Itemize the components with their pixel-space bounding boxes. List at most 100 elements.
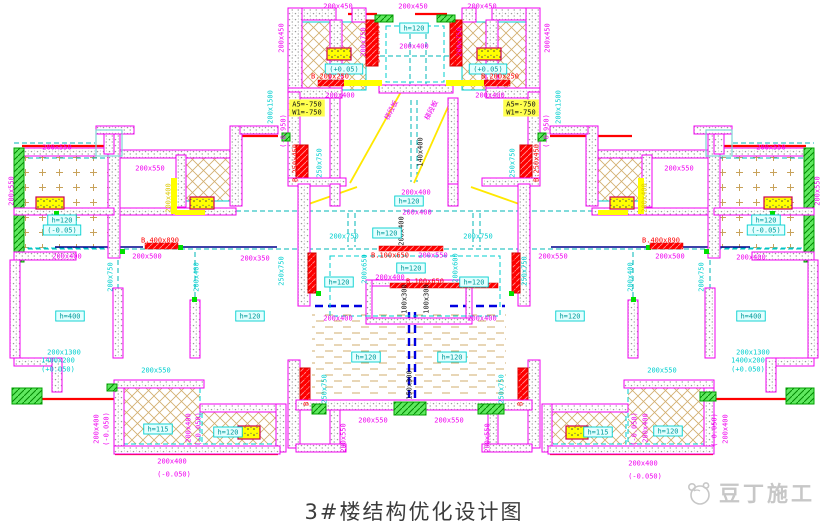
wall-segment <box>51 357 63 393</box>
dim-label: h=400 <box>59 313 80 321</box>
dim-label-group: 200x1300 <box>47 349 81 357</box>
dim-label: 1400x200 <box>731 357 765 365</box>
dim-label-group: B.250x450 <box>292 144 300 182</box>
wall-segment <box>229 125 243 207</box>
dim-label: 200x750 <box>463 233 493 241</box>
dim-label: (+0.05) <box>473 66 503 74</box>
wall-segment <box>365 279 373 325</box>
value-box <box>372 227 402 239</box>
dim-label: h=120 <box>400 265 421 273</box>
dim-label-group: 200x500 <box>655 253 685 261</box>
dim-label: 140x400 <box>417 137 425 167</box>
dim-label: 200x1500 <box>555 90 563 124</box>
yellow-bg <box>289 99 325 109</box>
wall-segment <box>447 97 459 185</box>
dim-label: 200x1300 <box>736 349 770 357</box>
hatch-layer <box>19 21 809 445</box>
dim-label-group: 200x450 <box>467 3 497 11</box>
dim-label-group: 200x650 <box>361 254 369 284</box>
dim-label-group: B.200x750 <box>310 254 318 292</box>
dim-label-group: 1400x200 <box>731 357 765 365</box>
wall-segment <box>287 7 303 93</box>
yellow-stair-line <box>349 89 403 184</box>
dim-label-group: 200x400 <box>52 253 82 261</box>
dim-label-group: W1=-750 <box>503 107 539 117</box>
dim-label-group: 200x1500 <box>267 90 275 124</box>
yellow-note-box <box>763 196 793 210</box>
dim-label-group: h=120 <box>437 351 467 363</box>
value-box <box>459 276 489 288</box>
dim-label: 200x400 <box>323 315 353 323</box>
dim-label: 200x600 <box>452 253 460 283</box>
shaft-outline <box>95 129 123 157</box>
dim-label: 250x750 <box>321 374 329 404</box>
value-box <box>213 426 243 438</box>
green-node-marker <box>646 245 651 250</box>
green-node-marker <box>770 211 775 216</box>
wall-segment <box>627 299 639 359</box>
wall-segment <box>541 403 553 453</box>
dim-label: B.100x550 <box>303 368 311 406</box>
dim-label-group: 200x400 <box>93 414 101 444</box>
dim-label: B.250x450 <box>533 144 541 182</box>
dim-label-group: 200x550 <box>756 144 786 152</box>
dim-label-group: 200x400 <box>375 274 405 282</box>
dim-label: B.100x650 <box>406 278 444 286</box>
dim-label: (-0.05) <box>47 227 77 235</box>
yellow-note-box <box>476 47 502 61</box>
dim-label: h=120 <box>657 428 678 436</box>
dim-label: h=120 <box>463 279 484 287</box>
dim-label: 200x550 <box>756 144 786 152</box>
dim-label: 200x1500 <box>267 90 275 124</box>
dim-label-group: 200x400 <box>475 92 505 100</box>
dim-label: 200x400 <box>722 414 730 444</box>
dim-label: 200x450 <box>544 23 552 53</box>
dim-label-group: 200x550 <box>538 253 568 261</box>
dim-label: B.200x450 <box>452 25 460 63</box>
green-highlight-block <box>436 14 456 23</box>
dim-label-group: h=120 <box>653 425 683 437</box>
dim-label-group: B.400x890 <box>141 237 179 245</box>
dim-label: 200x750 <box>698 262 706 292</box>
dim-label-group: 200x550 <box>358 417 388 425</box>
dim-label-group: 200x550 <box>647 367 677 375</box>
dim-label: B.100x550 <box>517 368 525 406</box>
green-highlight-block <box>477 403 505 415</box>
dim-label-group: 200x400 <box>642 413 650 443</box>
dim-label: 200x450 <box>323 3 353 11</box>
dim-label: 200x550 <box>358 417 388 425</box>
green-highlight-block <box>281 132 291 142</box>
dim-label-group: (-0.050) <box>631 412 639 446</box>
value-box <box>583 426 613 438</box>
dim-label: 200x450 <box>278 23 286 53</box>
wall-segment <box>113 379 205 389</box>
dim-label-group: A5=-750 <box>289 99 325 109</box>
dim-label: h=400 <box>740 313 761 321</box>
red-changed-beam-strip <box>389 282 499 289</box>
dim-label-group: 200x750 <box>329 233 359 241</box>
shaft-outline <box>705 129 733 157</box>
dim-label: B.400x890 <box>141 237 179 245</box>
wall-segment <box>547 403 629 413</box>
dim-label-group: 200x550 <box>418 252 448 260</box>
wall-segment <box>287 177 347 187</box>
dim-label-group: 200x400 <box>722 414 730 444</box>
value-box <box>736 310 766 322</box>
dim-label-group: 200x500 <box>132 253 162 261</box>
value-box <box>396 262 426 274</box>
wall-segment <box>491 7 527 21</box>
wall-segment <box>803 147 815 263</box>
dim-label: 200x400 <box>399 43 429 51</box>
wall-segment <box>365 317 473 325</box>
red-changed-beam-strip <box>649 242 684 250</box>
dim-label-group: B.200x750 <box>511 254 519 292</box>
dim-label: (-0.05) <box>751 227 781 235</box>
dim-label: (-0.050) <box>195 412 203 446</box>
value-box <box>235 310 265 322</box>
dim-label: 200x400 <box>736 254 766 262</box>
wall-segment <box>585 125 599 207</box>
wall-segment <box>112 287 124 359</box>
wall-segment <box>239 125 279 135</box>
wall-segment <box>549 125 589 135</box>
